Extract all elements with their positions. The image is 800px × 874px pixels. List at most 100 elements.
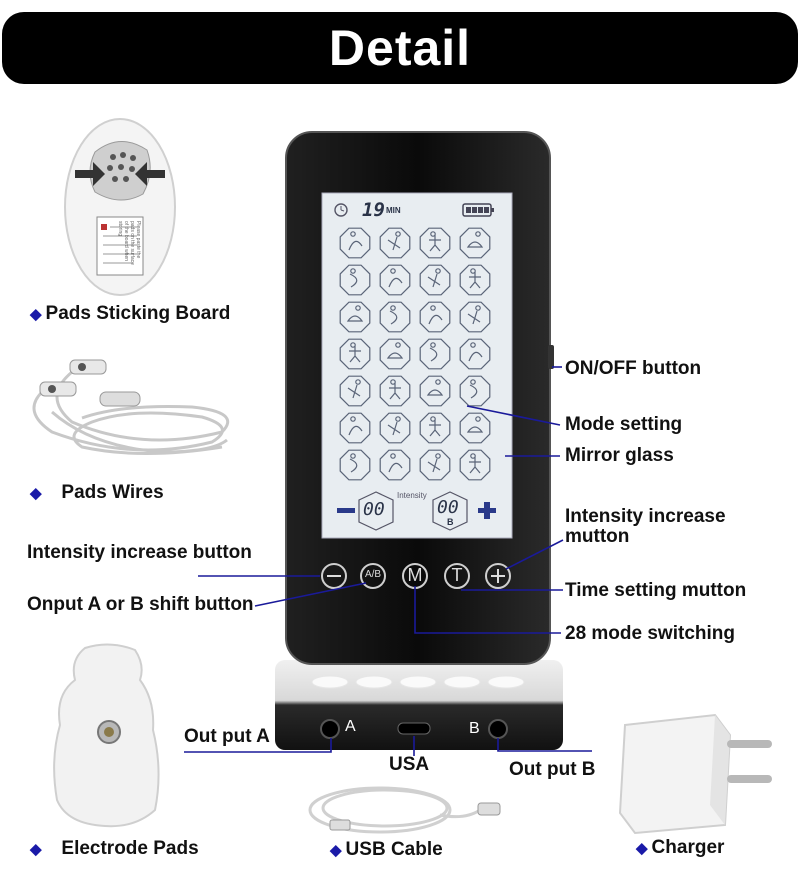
intensity-screen-label: Intensity (397, 491, 427, 500)
mode-figure-head (430, 305, 436, 311)
mode-icon-cell (379, 412, 411, 444)
mode-figure-head (475, 416, 481, 422)
mode-figure (469, 272, 481, 289)
mode-figure-head (430, 231, 436, 237)
mode-icon-cell (419, 449, 451, 481)
mode-icon-cell (379, 264, 411, 296)
mode-figure (387, 421, 401, 436)
mode-icon-cell (339, 301, 371, 333)
mode-icon-cell (459, 227, 491, 259)
label-intensity-increase-mutton-1: Intensity increase (565, 506, 726, 527)
mode-figure (427, 458, 441, 473)
diamond-icon: ◆ (330, 842, 342, 859)
mode-figure-head (475, 305, 481, 311)
mode-figure-head (355, 305, 361, 311)
mode-figure-head (355, 379, 361, 385)
time-setting-button[interactable]: T (451, 565, 463, 585)
mode-figure-head (430, 416, 436, 422)
mode-icon-cell (419, 227, 451, 259)
ab-shift-button[interactable]: A/B (364, 569, 382, 580)
mode-figure (389, 383, 401, 400)
mode-figure (467, 310, 481, 325)
label-mode-setting: Mode setting (565, 414, 683, 435)
mode-figure (348, 425, 363, 436)
mode-icon-cell (419, 412, 451, 444)
label-time-setting-mutton: Time setting mutton (565, 580, 747, 601)
diamond-icon: ◆ (30, 485, 42, 502)
diamond-icon: ◆ (30, 306, 42, 323)
label-mirror-glass: Mirror glass (565, 445, 674, 466)
label-charger: ◆Charger (636, 837, 725, 858)
channel-b-letter: B (447, 517, 454, 527)
mode-switch-button[interactable]: M (407, 565, 423, 585)
mode-icon-cell (419, 375, 451, 407)
mode-figure-head (470, 453, 476, 459)
mode-figure (428, 314, 443, 325)
mode-figure-head (350, 453, 356, 459)
electrode-pad-image (53, 643, 160, 828)
mode-figure (469, 384, 478, 399)
mode-icon-grid (339, 227, 491, 481)
label-mode-switching: 28 mode switching (565, 623, 735, 644)
timer-value: 19 (362, 199, 385, 221)
channel-b-value: 00 (437, 497, 459, 518)
mode-figure-head (430, 342, 436, 348)
channel-a-value: 00 (363, 499, 385, 520)
title-banner: Detail (2, 12, 798, 84)
mode-figure (429, 235, 441, 252)
mode-icon-cell (459, 449, 491, 481)
mode-figure (426, 389, 444, 396)
page-title: Detail (328, 20, 472, 76)
mode-figure-head (475, 231, 481, 237)
pads-wires-image (32, 359, 230, 455)
label-out-put-b: Out put B (509, 759, 596, 780)
label-intensity-increase-mutton-2: mutton (565, 526, 630, 547)
mode-icon-cell (339, 449, 371, 481)
mode-figure (429, 420, 441, 437)
diamond-icon: ◆ (636, 840, 648, 857)
port-b-letter: B (469, 720, 480, 737)
charger-image (618, 713, 772, 835)
mode-figure (389, 310, 398, 325)
mode-icon-cell (379, 301, 411, 333)
mode-icon-cell (419, 338, 451, 370)
mode-icon-cell (459, 412, 491, 444)
port-a-letter: A (345, 718, 356, 735)
mode-icon-cell (379, 338, 411, 370)
mode-icon-cell (379, 227, 411, 259)
mode-figure-head (390, 379, 396, 385)
mode-icon-cell (459, 301, 491, 333)
label-on-off-button: ON/OFF button (565, 358, 702, 379)
mode-figure-head (350, 342, 356, 348)
usb-cable-image (308, 786, 501, 834)
mode-figure-head (350, 416, 356, 422)
timer-unit: MIN (386, 206, 401, 215)
label-electrode-pads: ◆ Electrode Pads (30, 838, 199, 859)
mode-figure-head (435, 268, 441, 274)
mode-icon-cell (339, 338, 371, 370)
mode-figure (466, 241, 484, 248)
mode-figure-head (390, 268, 396, 274)
mode-icon-cell (459, 264, 491, 296)
mode-icon-cell (379, 375, 411, 407)
label-pads-wires: ◆ Pads Wires (30, 482, 164, 503)
diamond-icon: ◆ (30, 841, 42, 858)
mode-figure-head (350, 231, 356, 237)
mode-icon-cell (459, 338, 491, 370)
label-usa: USA (389, 754, 430, 775)
label-pads-sticking-board: ◆Pads Sticking Board (30, 303, 231, 324)
mode-figure (468, 351, 483, 362)
mode-figure (349, 273, 358, 288)
mode-icon-cell (339, 227, 371, 259)
label-intensity-increase-button: Intensity increase button (27, 542, 252, 563)
label-usb-cable: ◆USB Cable (330, 839, 443, 860)
mode-figure (388, 462, 403, 473)
label-out-put-a: Out put A (184, 726, 270, 747)
mode-figure (386, 352, 404, 359)
mode-figure (349, 458, 358, 473)
mode-figure (349, 346, 361, 363)
mode-figure (387, 236, 401, 251)
mode-figure (347, 384, 361, 399)
mode-figure (427, 273, 441, 288)
